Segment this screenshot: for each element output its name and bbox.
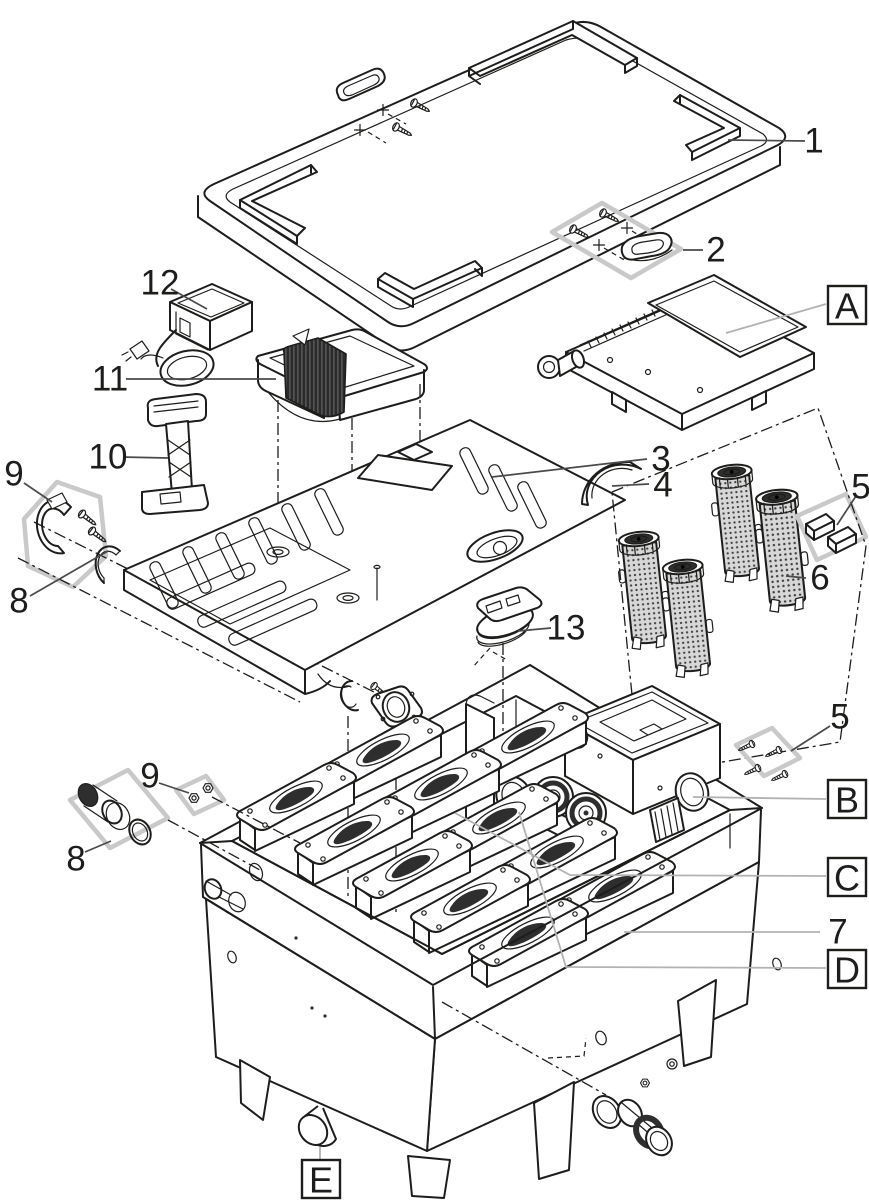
callout-label-c: C [834, 858, 860, 899]
clamp-screws-bottom [173, 773, 227, 817]
part-label-12: 12 [141, 264, 180, 303]
tank-rim [199, 807, 763, 986]
callout-box-c [826, 856, 868, 898]
callout-box-a [826, 284, 868, 326]
part-label-1: 1 [804, 122, 823, 161]
inlet-connector [67, 767, 171, 851]
clamp-and-screws-top [21, 479, 110, 590]
outlet-flange-assembly [339, 679, 423, 728]
part-label-9-bottom: 9 [140, 757, 159, 796]
debris-tray [255, 328, 428, 423]
part-label-6: 6 [810, 559, 829, 598]
top-platform [123, 419, 626, 695]
part-label-13: 13 [547, 609, 586, 648]
callout-label-b: B [835, 780, 859, 821]
drain-fitting-assembly [441, 1001, 678, 1157]
lid-handle-kit [549, 200, 684, 281]
part-label-10: 10 [89, 438, 128, 477]
callout-box-b [826, 778, 868, 820]
part-label-5-bottom: 5 [830, 698, 849, 737]
part-number-labels: 1 2 3 4 5 6 13 5 7 12 11 10 9 8 9 8 [4, 122, 869, 952]
mounting-clips [794, 491, 869, 563]
uvc-screws [733, 725, 803, 785]
part-label-11: 11 [92, 360, 128, 399]
part-label-8-top: 8 [9, 582, 28, 621]
part-label-5-top: 5 [851, 468, 869, 507]
part-label-2: 2 [706, 231, 725, 270]
holder-bracket [141, 393, 209, 515]
transformer [121, 283, 253, 387]
tank [199, 664, 803, 1199]
section-callouts: A B C D E [300, 284, 868, 1200]
part-label-3: 3 [651, 440, 670, 479]
rotary-cam [580, 460, 642, 506]
leader-lines [23, 139, 857, 1159]
filter-cartridges [613, 461, 815, 680]
callout-box-d [826, 948, 868, 990]
callout-label-d: D [834, 950, 860, 991]
lid [197, 20, 787, 352]
part-label-4: 4 [653, 466, 672, 505]
callout-box-e [300, 1158, 342, 1200]
part-label-9-top: 9 [4, 455, 23, 494]
drain-outlet [297, 1105, 337, 1147]
screw-cap [471, 586, 543, 669]
callout-label-e: E [309, 1160, 333, 1200]
part-label-8-bottom: 8 [66, 840, 85, 879]
callout-label-a: A [835, 286, 859, 327]
screen-insert-unit [537, 274, 815, 431]
part-label-7: 7 [828, 913, 847, 952]
